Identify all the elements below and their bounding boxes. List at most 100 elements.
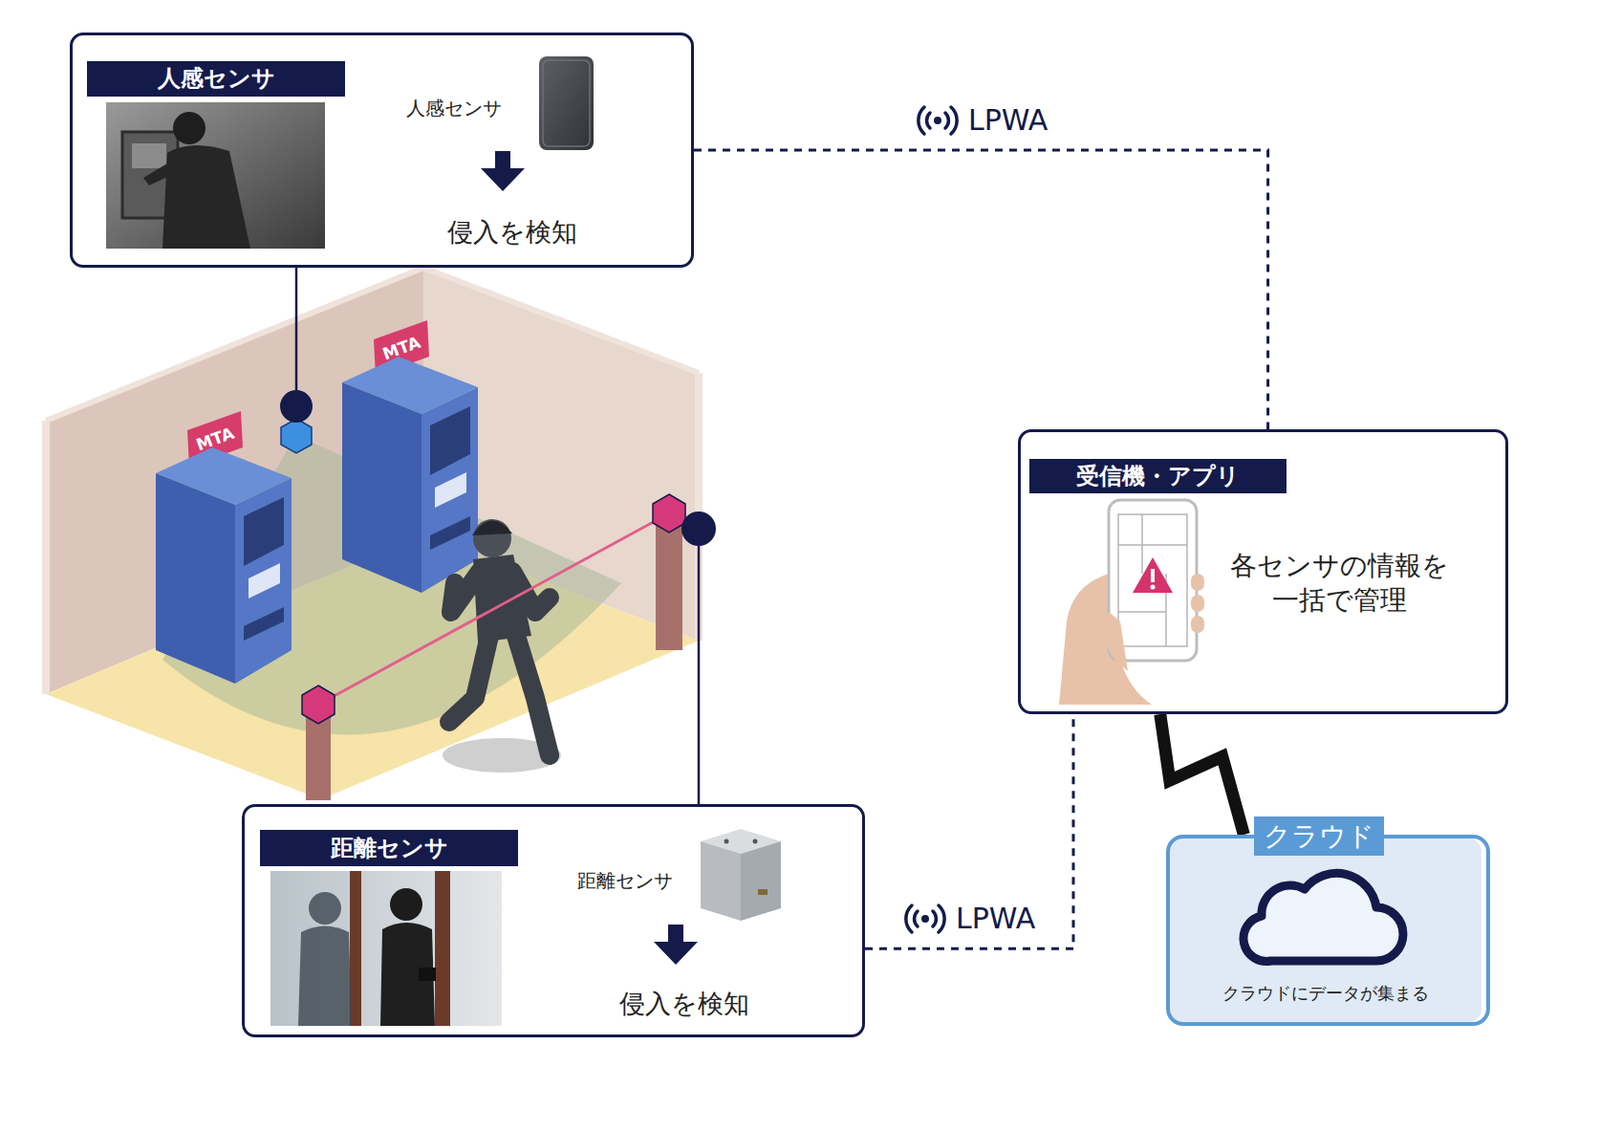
photo-atm-burglar-part [162,145,251,249]
signal-icon-part-part [918,107,925,134]
phone-in-hand-part-part [1118,543,1188,546]
atm-left-part [243,606,284,641]
beam-sensor-part [302,685,335,724]
photo-atm-burglar-part [106,102,325,249]
intruder-figure-part [473,554,532,643]
panel-body: 各センサの情報を 一括で管理 [1224,548,1454,618]
cloud-heading: クラウド [1254,816,1384,856]
motion-sensor-mark-part [295,267,299,392]
edge-label: LPWA [898,901,1039,935]
detect-text: 侵入を検知 [407,215,618,250]
signal-icon-part-part [927,112,930,129]
intruder-figure-part [473,518,512,558]
atm-left-part [155,473,236,684]
cloud-icon [1243,872,1404,961]
signal-icon-part [933,116,942,125]
down-arrow-part [480,168,525,192]
beam-sensor-part [681,511,716,546]
atm-left-part [243,497,284,566]
lightning-link [1160,713,1245,835]
phone-in-hand-part [1150,568,1155,583]
signal-icon [914,104,961,137]
atm-right-part [430,406,471,476]
sign-label: MTA [194,423,238,455]
photo-door-burglar-part [380,922,435,1026]
receiver-panel: 受信機・アプリ各センサの情報を 一括で管理 [1017,429,1509,714]
photo-door-burglar-part [418,967,436,981]
cloud-text: クラウドにデータが集まる [1169,981,1481,1005]
phone-in-hand-part [1132,557,1173,593]
cloud-box: クラウドクラウドにデータが集まる [1166,834,1491,1026]
photo-door-burglar-part [349,870,362,1026]
motion-sensor-device [539,56,594,151]
room [42,267,703,800]
cloud-fill-part [1168,837,1482,1023]
detect-text: 侵入を検知 [579,986,790,1021]
atm-right-part [342,382,422,593]
down-arrow-part [653,941,698,965]
phone-in-hand-part-part [1141,514,1144,574]
phone-in-hand-part [1190,594,1205,612]
signal-icon-part-part [945,112,949,129]
photo-door-burglar-part [308,891,342,925]
atm-right [342,320,478,593]
phone-in-hand-part [1150,584,1156,590]
panel-heading: 人感センサ [86,61,346,97]
cloud-fill [1168,837,1482,1023]
distance-sensor-device-part [757,888,768,895]
photo-door-burglar-part [434,870,451,1026]
signal-icon-part-part [914,910,918,927]
photo-atm-burglar-part [131,143,167,169]
atm-right-part [421,387,478,593]
cloud-icon-part [1243,872,1404,961]
link-label: LPWA [955,901,1036,935]
intruder-figure-part-part [449,635,490,722]
beam-sensor-part [318,513,670,705]
phone-in-hand-part [1190,615,1205,633]
signal-icon-part-part [906,905,912,932]
sensor-panel: 人感センサ人感センサ侵入を検知 [69,32,694,268]
phone-in-hand-part [1190,573,1205,591]
phone-in-hand [1059,499,1205,705]
beam-sensor [302,494,716,804]
dashed-link [693,150,1269,430]
down-arrow-part [495,151,511,171]
intruder-figure-part [472,519,513,536]
atm-left [155,410,292,684]
phone-in-hand-part-part [1118,514,1188,647]
distance-sensor-device-part [740,841,781,921]
beam-sensor-part [652,494,686,533]
panel-heading: 距離センサ [259,829,519,866]
distance-sensor-device-part [753,839,758,844]
intruder-figure-part-part [516,635,550,756]
motion-sensor-device-part [542,60,590,147]
atm-left-part [235,477,292,684]
signal-icon-part-part [932,910,936,927]
photo-atm-burglar-part [172,111,206,145]
room-part [42,420,50,694]
distance-sensor-device-part [724,839,730,844]
signal-icon [902,902,949,935]
beam-sensor-part [305,712,331,800]
beam-sensor-part [655,520,683,650]
edge-label: LPWA [910,103,1052,137]
beam-sensor-part [697,545,701,804]
photo-door-burglar-part [298,926,352,1027]
intruder-figure [442,518,562,773]
motion-sensor-mark-part [280,389,313,423]
motion-sensor-mark-part [281,418,312,454]
atm-right-part [430,516,471,550]
phone-in-hand-part [1103,611,1128,671]
phone-in-hand-part-part [1118,610,1167,613]
motion-sensor-mark [280,267,313,454]
photo-atm-burglar-part [143,160,178,186]
link-label: LPWA [968,103,1048,137]
signal-icon-part [906,905,945,932]
photo-door-burglar-part [389,887,423,921]
panel-heading: 受信機・アプリ [1029,458,1287,494]
photo-door-burglar [270,870,502,1026]
sign-label: MTA [380,332,424,365]
distance-sensor-device-part [700,841,741,921]
device-label: 距離センサ [577,867,673,894]
